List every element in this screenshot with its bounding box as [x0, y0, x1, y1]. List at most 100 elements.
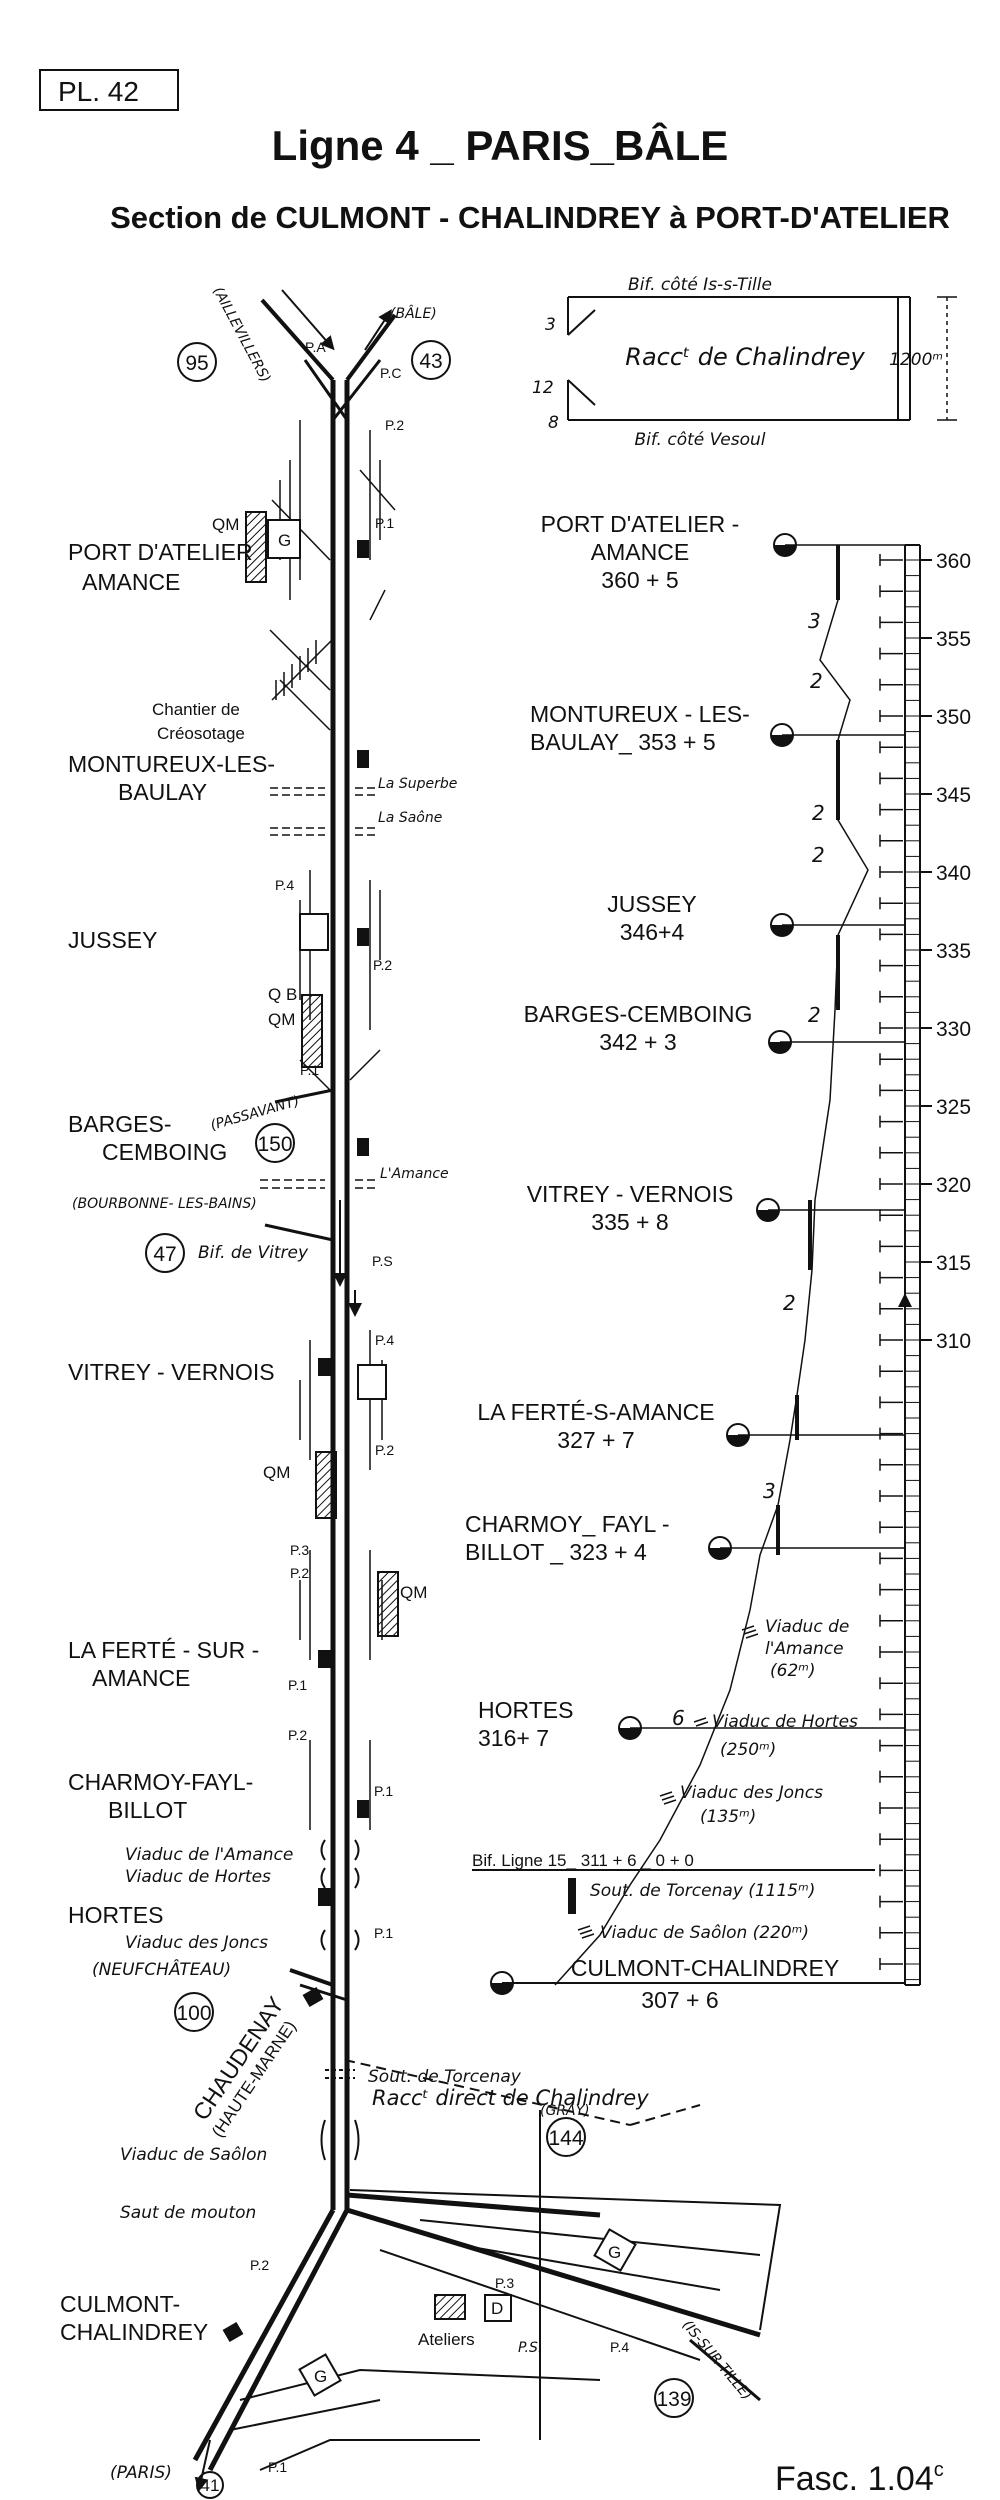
ouvrage-bif-ligne-15: Bif. Ligne 15_ 311 + 6 _ 0 + 0	[472, 1851, 694, 1870]
gradient-2: 2	[810, 669, 823, 693]
station-hortes: HORTES	[68, 1902, 163, 1928]
label-p2-f: P.2	[250, 2257, 269, 2273]
label-p1-b: P.1	[300, 1062, 319, 1078]
label-ateliers: Ateliers	[418, 2330, 475, 2349]
station-circle-charmoy	[708, 1536, 732, 1560]
post-mark	[879, 1178, 903, 1190]
km-label: 355	[936, 628, 971, 651]
label-saut-mouton: Saut de mouton	[120, 2203, 256, 2223]
label-p1-c: P.1	[288, 1677, 307, 1693]
g-box-1	[267, 519, 301, 559]
label-p2-d: P.2	[290, 1565, 309, 1581]
label-viaduc-amance-left: Viaduc de l'Amance	[125, 1845, 293, 1865]
post-mark	[879, 678, 903, 691]
label-pc: P.C	[380, 365, 402, 381]
label-p1-f: P.1	[268, 2459, 287, 2475]
post-mark	[879, 1926, 903, 1939]
plate-box	[39, 69, 179, 111]
inset-length: 1200ᵐ	[889, 350, 943, 370]
post-mark	[879, 1146, 903, 1159]
gradient-1: 3	[808, 609, 821, 633]
label-p1-a: P.1	[375, 515, 394, 531]
post-mark	[879, 990, 903, 1003]
label-g-1: G	[278, 531, 291, 550]
g-box-2	[299, 913, 329, 951]
post-mark	[879, 959, 903, 972]
label-viaduc-saolon-left: Viaduc de Saôlon	[120, 2145, 267, 2165]
post-mark	[879, 1427, 903, 1440]
label-qm-3: QM	[263, 1463, 290, 1482]
inset-raccordement: Bif. côté Is-s-Tille Raccᵗ de Chalindrey…	[532, 275, 957, 450]
post-mark	[879, 1302, 903, 1315]
post-mark	[879, 647, 903, 660]
post-mark	[879, 710, 903, 722]
label-sout-torcenay-left: Sout. de Torcenay	[368, 2067, 522, 2087]
line-num-41: 41	[201, 2476, 220, 2495]
line-num-47: 47	[153, 1243, 176, 1266]
ouvrage-viaduc-joncs: Viaduc des Joncs	[680, 1783, 823, 1803]
station-jussey: JUSSEY	[68, 927, 157, 953]
label-p2-c: P.2	[375, 1442, 394, 1458]
post-mark	[879, 1458, 903, 1471]
line-name-neufchateau: (NEUFCHÂTEAU)	[92, 1958, 231, 1980]
station-charmoy: CHARMOY-FAYL-BILLOT	[68, 1769, 253, 1823]
post-mark	[879, 1334, 903, 1346]
post-mark	[879, 1677, 903, 1690]
station-culmont: CULMONT-CHALINDREY	[60, 2291, 208, 2345]
g-box-3	[357, 1364, 387, 1400]
post-mark	[879, 1115, 903, 1128]
label-p1-e: P.1	[374, 1925, 393, 1941]
station-circle-port-atelier	[773, 533, 797, 557]
inset-n3: 3	[545, 315, 556, 335]
plate-label: PL. 42	[58, 76, 139, 107]
ouvrage-viaduc-joncs-length: (135ᵐ)	[700, 1807, 756, 1827]
label-p2-b: P.2	[373, 957, 392, 973]
atelier-hatch	[434, 2294, 466, 2320]
line-num-100: 100	[176, 2002, 211, 2025]
post-mark	[879, 1646, 903, 1658]
post-mark	[879, 1614, 903, 1627]
post-mark	[879, 1209, 903, 1222]
line-num-43: 43	[419, 350, 442, 373]
gradient-6: 2	[783, 1291, 796, 1315]
post-mark	[879, 803, 903, 816]
gradient-profile-line	[554, 545, 869, 1986]
post-mark	[879, 1895, 903, 1908]
label-pa: P.A	[305, 339, 326, 355]
station-circle-montureux	[770, 723, 794, 747]
inset-bottom-label: Bif. côté Vesoul	[634, 430, 765, 450]
line-name-gray: (GRAY)	[540, 2103, 590, 2119]
label-p2-a: P.2	[385, 417, 404, 433]
post-mark	[879, 1053, 903, 1066]
d-box	[484, 2294, 512, 2322]
label-viaduc-hortes-left: Viaduc de Hortes	[125, 1867, 271, 1887]
post-mark	[879, 1365, 903, 1378]
km-label: 325	[936, 1096, 971, 1119]
post-mark	[879, 741, 903, 754]
profile-station-montureux: MONTUREUX - LES-BAULAY_ 353 + 5	[530, 701, 750, 755]
station-circle-ferte	[726, 1423, 750, 1447]
station-circle-culmont	[490, 1971, 514, 1995]
label-viaduc-joncs-left: Viaduc des Joncs	[125, 1933, 268, 1953]
station-circle-barges	[768, 1030, 792, 1054]
post-mark	[879, 866, 903, 878]
post-mark	[879, 1802, 903, 1814]
post-mark	[879, 1490, 903, 1502]
post-mark	[879, 1396, 903, 1409]
line-name-bourbonne: (BOURBONNE- LES-BAINS)	[72, 1196, 257, 1212]
post-mark	[879, 1770, 903, 1783]
gradient-3: 2	[812, 801, 825, 825]
post-mark	[879, 1240, 903, 1253]
g-box-culmont	[298, 2353, 342, 2397]
km-label: 335	[936, 940, 971, 963]
post-mark	[879, 1739, 903, 1752]
